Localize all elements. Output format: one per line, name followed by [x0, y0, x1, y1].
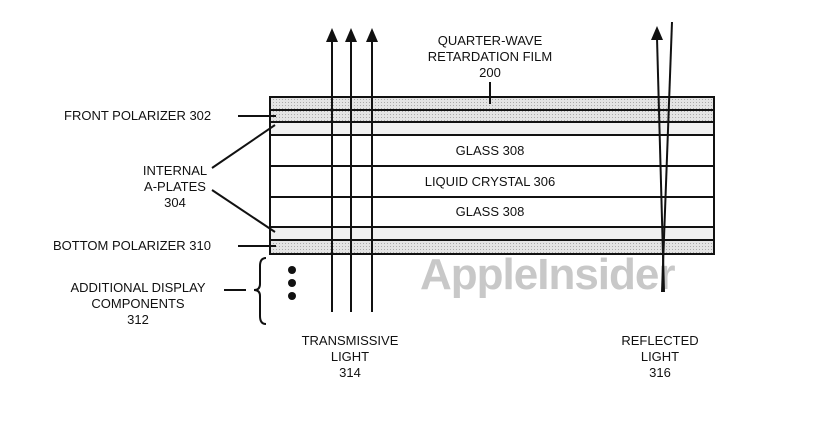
bottom-polarizer-label: BOTTOM POLARIZER 310 — [53, 238, 211, 253]
label-line: 316 — [649, 365, 671, 380]
liquid-crystal-layer — [269, 165, 715, 198]
label-line: RETARDATION FILM — [427, 49, 553, 64]
label-line: LIGHT — [330, 349, 370, 364]
label-line: INTERNAL — [142, 163, 208, 178]
watermark: AppleInsider — [420, 250, 675, 299]
label-line: 304 — [164, 195, 186, 210]
front-polarizer-layer — [269, 109, 715, 123]
label-line: LIGHT — [640, 349, 680, 364]
front-polarizer-label: FRONT POLARIZER 302 — [64, 108, 212, 123]
a-plate-top-layer — [269, 121, 715, 136]
glass-bottom-label: GLASS 308 — [455, 204, 525, 219]
label-line: ADDITIONAL DISPLAY — [70, 280, 206, 295]
label-line: 312 — [127, 312, 149, 327]
arrow-head-icon — [651, 26, 663, 40]
glass-top-layer — [269, 134, 715, 167]
glass-top-label: GLASS 308 — [455, 143, 525, 158]
retardation-film-layer — [269, 96, 715, 111]
label-line: 314 — [339, 365, 361, 380]
bottom-polarizer-layer — [269, 239, 715, 255]
liquid-crystal-label: LIQUID CRYSTAL 306 — [424, 174, 556, 189]
label-line: TRANSMISSIVE — [301, 333, 399, 348]
label-line: 200 — [479, 65, 501, 80]
label-line: COMPONENTS — [91, 296, 185, 311]
label-line: A-PLATES — [144, 179, 206, 194]
a-plate-bottom-layer — [269, 226, 715, 241]
arrow-head-icon — [326, 28, 338, 42]
arrow-head-icon — [345, 28, 357, 42]
label-line: REFLECTED — [621, 333, 699, 348]
label-line: QUARTER-WAVE — [437, 33, 543, 48]
arrow-head-icon — [366, 28, 378, 42]
